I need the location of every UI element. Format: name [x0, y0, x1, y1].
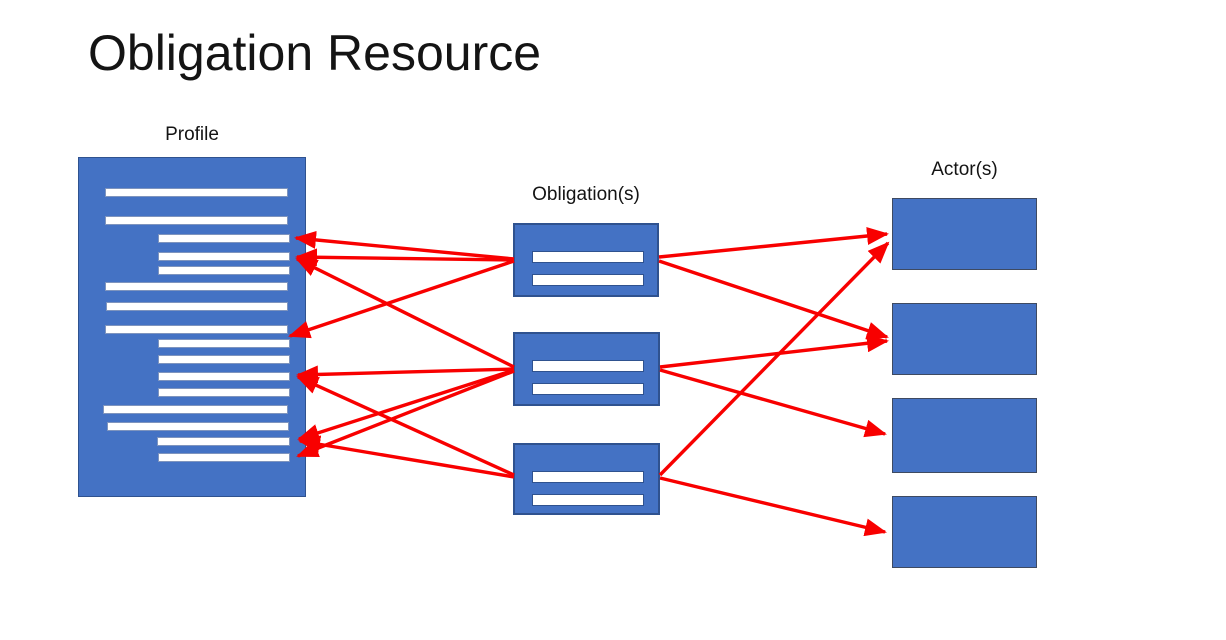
profile-line-5 [158, 266, 290, 275]
actor-3 [892, 398, 1037, 473]
profile-line-11 [158, 372, 290, 381]
profile-line-4 [158, 252, 290, 261]
actor-1 [892, 198, 1037, 270]
profile-line-9 [158, 339, 290, 348]
profile-line-3 [158, 234, 290, 243]
profile-column-label: Profile [165, 124, 219, 145]
obligation-1-bar-1 [532, 251, 644, 263]
actor-4 [892, 496, 1037, 568]
obligation-1-bar-2 [532, 274, 644, 286]
profile-line-1 [105, 188, 288, 197]
relation-arrow obligation-2->actor-2 [659, 334, 889, 369]
obligation-1 [513, 223, 659, 297]
relation-arrow obligation-1->profile-line-3 [294, 230, 515, 261]
profile-line-6 [105, 282, 288, 291]
profile-line-2 [105, 216, 288, 225]
obligations-column-label: Obligation(s) [532, 184, 640, 205]
profile-line-12 [158, 388, 290, 397]
obligation-3-bar-1 [532, 471, 644, 483]
relation-arrow obligation-1->profile-line-9 [288, 259, 515, 339]
relation-arrow obligation-2->actor-3 [659, 368, 887, 438]
relation-arrow obligation-2->profile-line-15 [297, 368, 515, 442]
relation-arrow obligation-3->profile-line-15 [298, 435, 515, 479]
profile-line-10 [158, 355, 290, 364]
profile-line-16 [158, 453, 290, 462]
obligation-2 [513, 332, 660, 406]
relation-arrow obligation-3->actor-1 [658, 241, 890, 477]
obligation-3-bar-2 [532, 494, 644, 506]
profile-line-15 [157, 437, 290, 446]
slide-title: Obligation Resource [88, 25, 542, 81]
relation-arrow obligation-1->actor-1 [658, 227, 889, 259]
relation-arrow obligation-3->profile-line-11 [296, 375, 515, 477]
profile-line-13 [103, 405, 288, 414]
relation-arrow obligation-1->profile-line-4 [295, 248, 515, 267]
relation-arrow obligation-3->actor-4 [659, 476, 887, 537]
relation-arrow obligation-2->profile-line-16 [296, 369, 515, 458]
obligation-2-bar-2 [532, 383, 644, 395]
profile-line-14 [107, 422, 289, 431]
actor-2 [892, 303, 1037, 375]
obligation-2-bar-1 [532, 360, 644, 372]
actors-column-label: Actor(s) [931, 159, 998, 180]
obligation-3 [513, 443, 660, 515]
relation-arrow obligation-1->actor-2 [658, 259, 889, 340]
profile-line-8 [105, 325, 288, 334]
relation-arrow obligation-2->profile-line-4 [295, 257, 515, 369]
relation-arrow obligation-2->profile-line-11 [296, 365, 515, 384]
profile-line-7 [106, 302, 288, 311]
